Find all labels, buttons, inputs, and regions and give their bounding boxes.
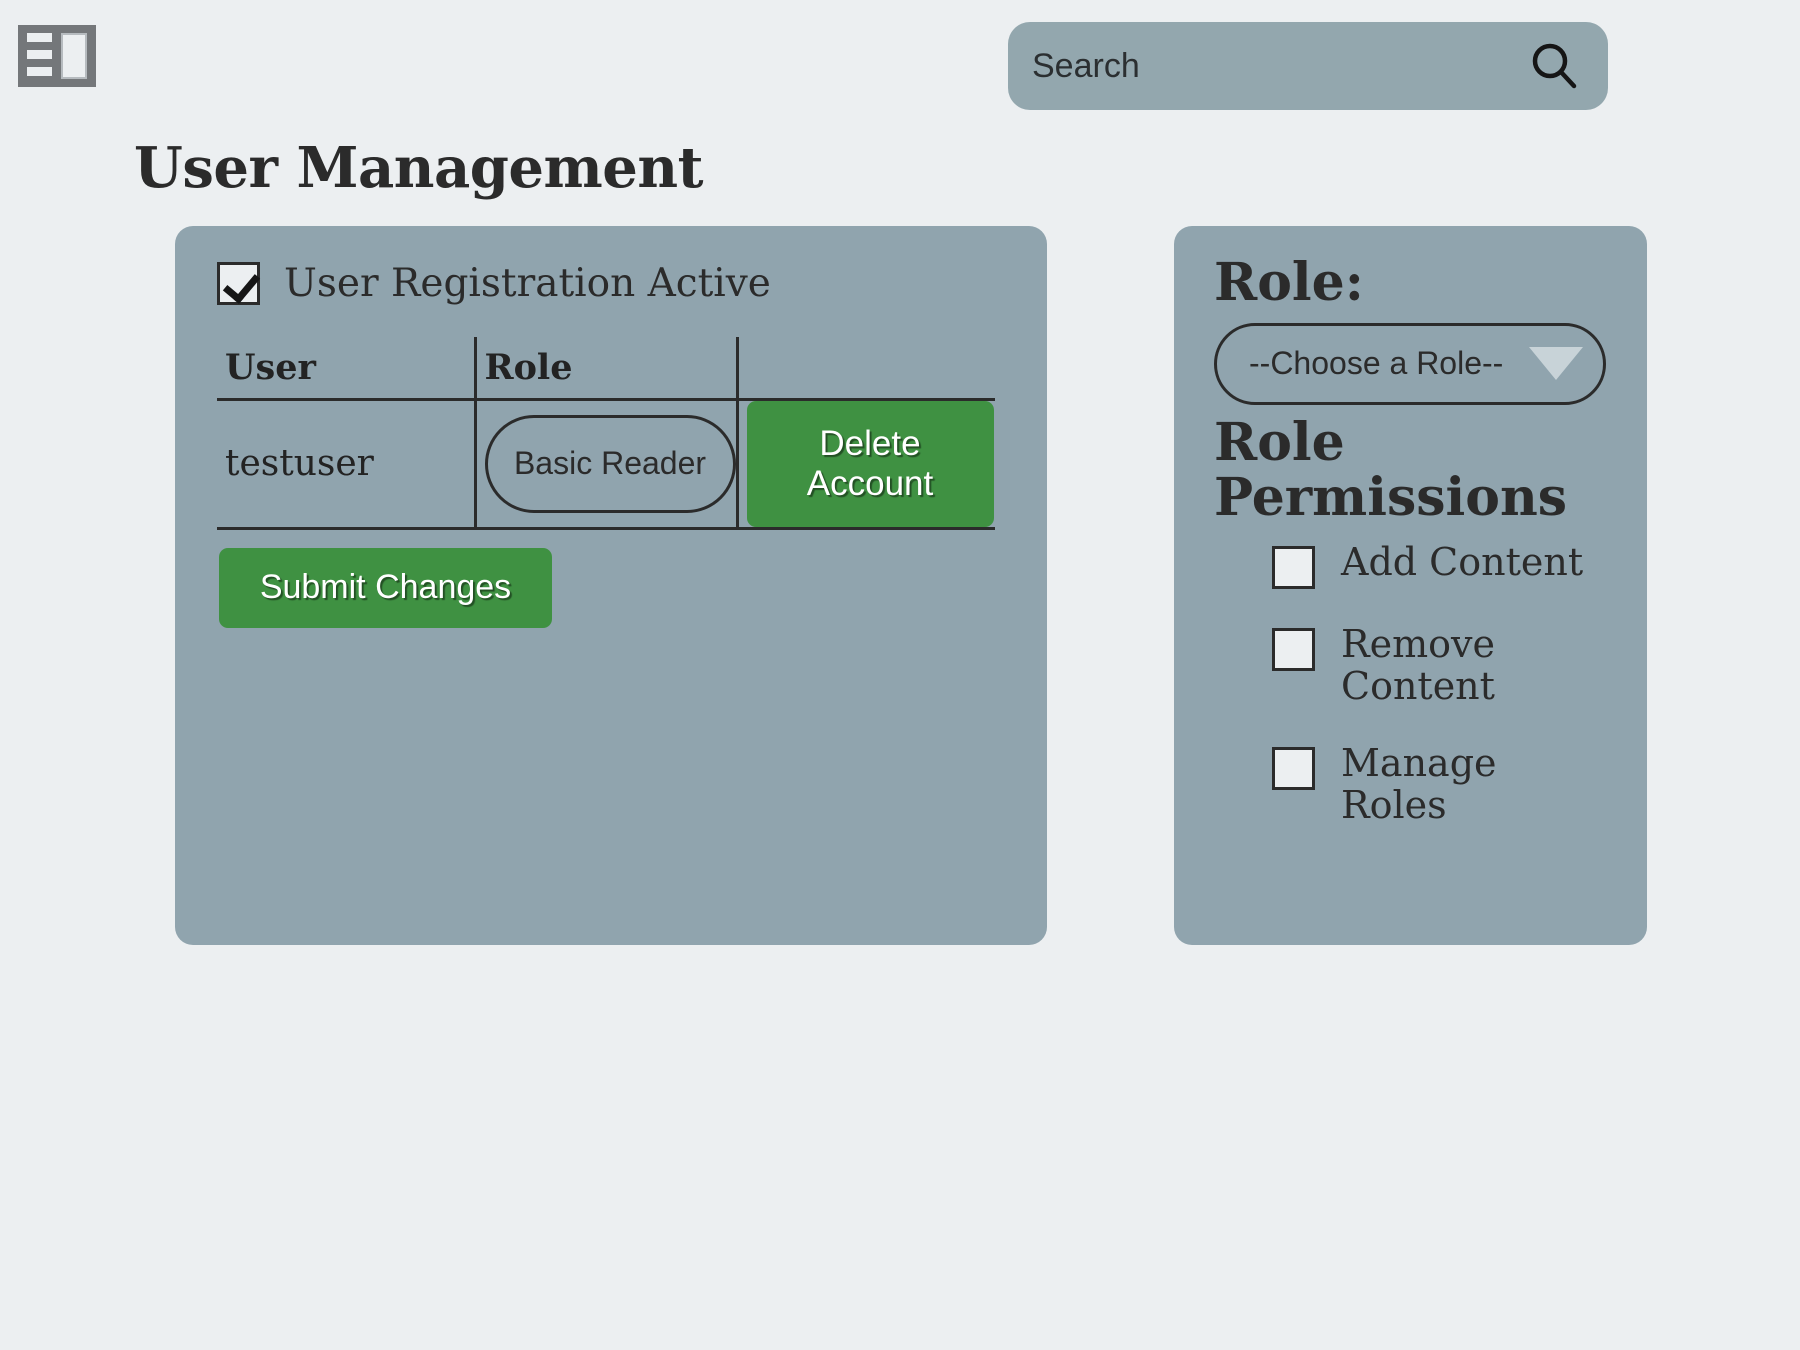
user-registration-active-row[interactable]: User Registration Active	[217, 262, 1047, 305]
cell-username: testuser	[217, 399, 477, 530]
user-management-panel: User Registration Active User Role testu…	[175, 226, 1047, 945]
users-table: User Role testuser Basic Reader Delete A…	[217, 337, 995, 530]
permission-label-add-content: Add Content	[1341, 539, 1584, 584]
permission-label-manage-roles: Manage Roles	[1341, 740, 1497, 828]
search-input[interactable]	[1032, 36, 1526, 96]
column-header-role: Role	[475, 337, 739, 401]
role-permissions-heading: Role Permissions	[1214, 411, 1568, 528]
submit-changes-button[interactable]: Submit Changes	[219, 547, 552, 628]
permissions-list: Add Content Remove Content Manage Roles	[1214, 541, 1647, 827]
role-dropdown[interactable]: --Choose a Role--	[1214, 322, 1606, 405]
sidebar-toggle-icon[interactable]	[18, 25, 96, 87]
sidebar-toggle-bars	[27, 33, 52, 79]
permission-row-manage-roles[interactable]: Manage Roles	[1272, 742, 1647, 827]
permission-row-remove-content[interactable]: Remove Content	[1272, 623, 1647, 708]
permission-checkbox-manage-roles[interactable]	[1272, 746, 1315, 790]
permission-row-add-content[interactable]: Add Content	[1272, 541, 1647, 589]
delete-account-button[interactable]: Delete Account	[746, 400, 994, 527]
sidebar-toggle-bar-2	[27, 50, 52, 59]
top-bar	[0, 0, 1800, 120]
permission-label-remove-content: Remove Content	[1341, 621, 1495, 709]
search-icon[interactable]	[1526, 38, 1582, 94]
chevron-down-icon	[1529, 347, 1583, 381]
table-row: testuser Basic Reader Delete Account	[217, 399, 995, 530]
sidebar-toggle-bar-1	[27, 33, 52, 42]
table-header-row: User Role	[217, 337, 995, 401]
permission-checkbox-remove-content[interactable]	[1272, 627, 1315, 671]
page-title: User Management	[134, 134, 704, 201]
cell-role: Basic Reader	[475, 399, 739, 530]
column-header-actions	[737, 337, 995, 401]
role-select[interactable]: Basic Reader	[484, 414, 736, 513]
search-bar[interactable]	[1008, 22, 1608, 110]
role-permissions-panel: Role: --Choose a Role-- Role Permissions…	[1174, 226, 1647, 945]
role-dropdown-value: --Choose a Role--	[1249, 345, 1504, 382]
cell-actions: Delete Account	[737, 399, 995, 530]
user-registration-active-checkbox[interactable]	[217, 262, 260, 305]
column-header-user: User	[217, 337, 477, 401]
user-registration-active-label: User Registration Active	[284, 261, 771, 306]
sidebar-toggle-pane	[61, 33, 87, 79]
permission-checkbox-add-content[interactable]	[1272, 545, 1315, 589]
role-heading: Role:	[1214, 252, 1364, 313]
sidebar-toggle-bar-3	[27, 67, 52, 76]
